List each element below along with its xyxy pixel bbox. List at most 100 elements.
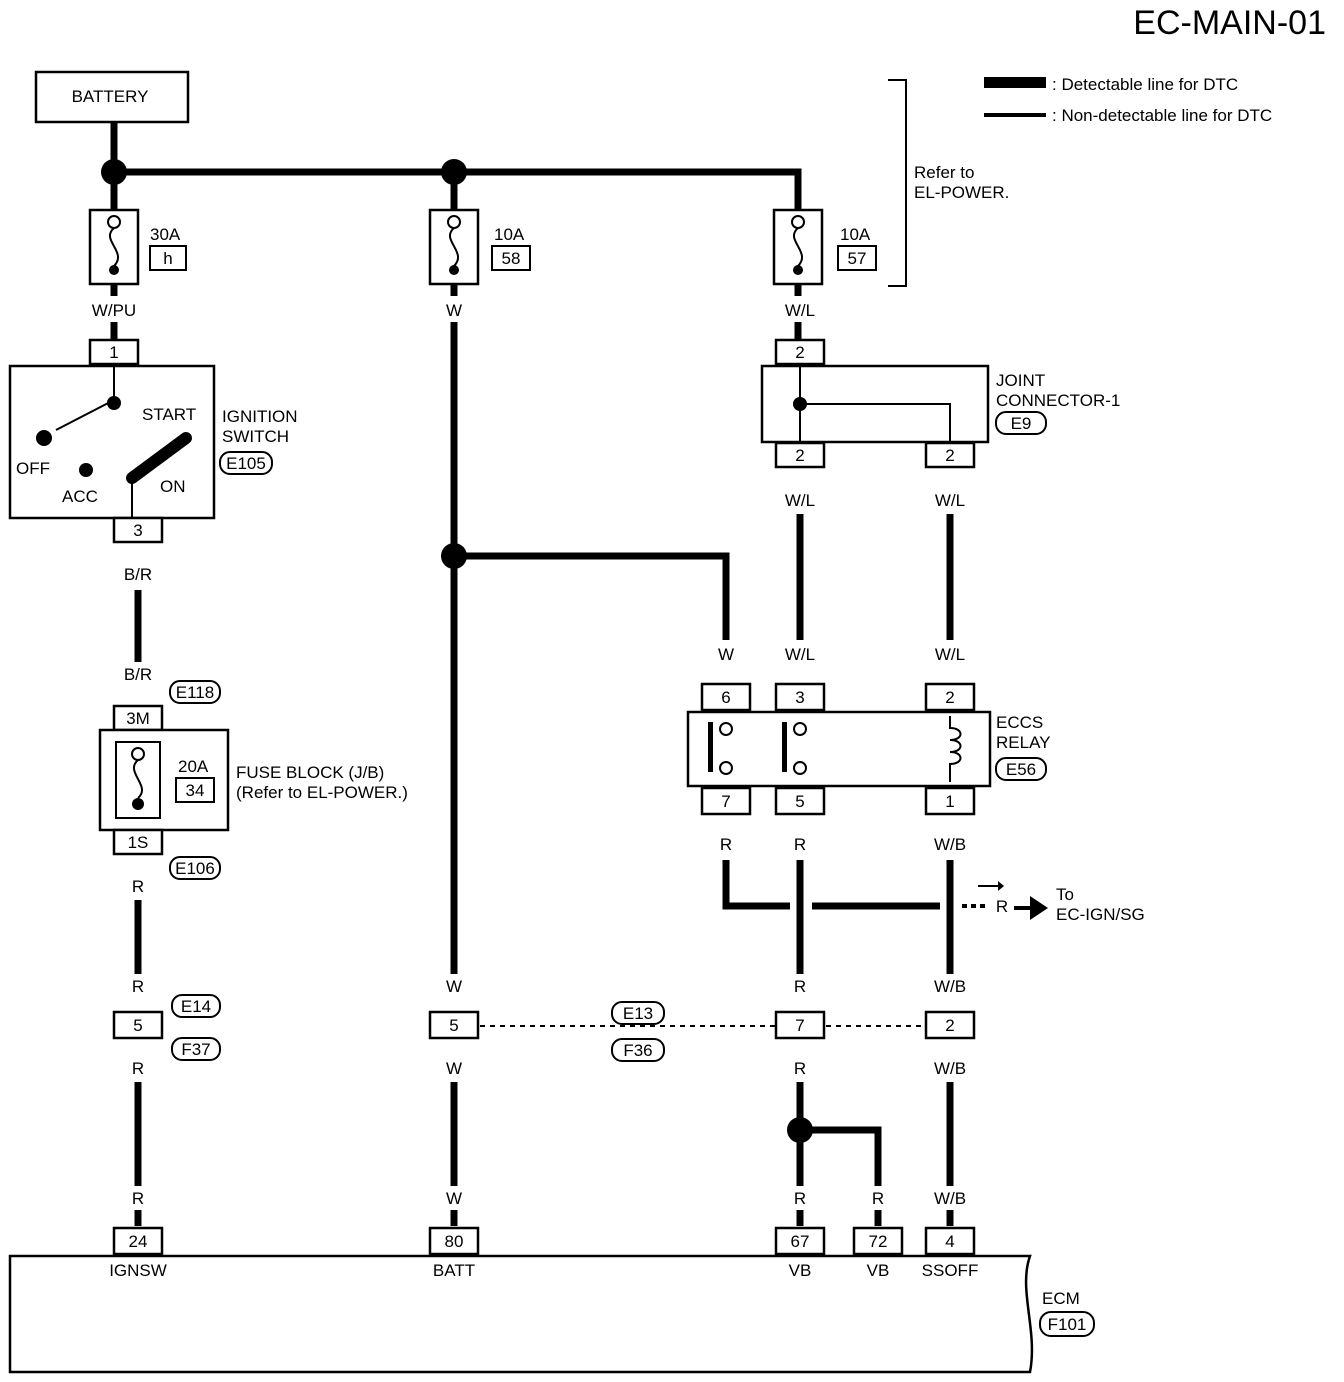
jc-name-2: CONNECTOR-1 bbox=[996, 391, 1120, 410]
mid-pin-batt: 5 bbox=[449, 1016, 458, 1035]
conn-f36-badge bbox=[611, 1038, 665, 1062]
ecm-box bbox=[8, 1254, 1034, 1374]
relay-pin-7: 7 bbox=[721, 792, 730, 811]
to-ref-2: EC-IGN/SG bbox=[1056, 905, 1145, 924]
wire-color-label: W/B bbox=[934, 835, 966, 854]
ecm-conn-badge bbox=[1039, 1311, 1095, 1337]
refer-bracket bbox=[888, 79, 907, 287]
wire-color-label: R bbox=[132, 877, 144, 896]
arrow-small-icon bbox=[998, 881, 1004, 891]
conn-f36: F36 bbox=[623, 1041, 652, 1060]
splice-dot bbox=[793, 397, 807, 411]
fb-conn-bot: E106 bbox=[175, 859, 215, 878]
fuse-element bbox=[132, 759, 144, 799]
relay-pin-3-box bbox=[774, 682, 826, 712]
wire-color-label: R bbox=[132, 1189, 144, 1208]
relay-pin-2: 2 bbox=[945, 688, 954, 707]
wire-color-label: W/B bbox=[934, 1059, 966, 1078]
wire-color-label: W/L bbox=[785, 301, 815, 320]
conn-f37: F37 bbox=[181, 1040, 210, 1059]
mid-pin-2-box bbox=[924, 1010, 976, 1040]
fuse-20a-body bbox=[115, 741, 161, 819]
refer-line-2: EL-POWER. bbox=[914, 183, 1009, 202]
fb-name-2: (Refer to EL-POWER.) bbox=[236, 783, 408, 802]
ecm-pin-label: VB bbox=[789, 1261, 812, 1280]
fb-conn-top-badge bbox=[169, 680, 221, 704]
legend-detectable-line bbox=[984, 77, 1046, 88]
ecm-pin-box bbox=[852, 1226, 904, 1256]
ign-pin-1-box bbox=[88, 338, 140, 366]
ign-start-contact bbox=[126, 432, 192, 484]
ecm-pin-box bbox=[112, 1226, 164, 1256]
wire-color-label: W/L bbox=[935, 491, 965, 510]
fuse-57-id: 57 bbox=[848, 249, 867, 268]
wire-color-label: R bbox=[794, 835, 806, 854]
ign-pin-1: 1 bbox=[109, 343, 118, 362]
ign-name-1: IGNITION bbox=[222, 407, 298, 426]
conn-e14-badge bbox=[171, 994, 221, 1018]
jc-conn-badge bbox=[995, 411, 1047, 435]
relay-pin-1: 1 bbox=[945, 792, 954, 811]
fb-conn-bot-badge bbox=[169, 856, 221, 880]
ecm-pin-num: 24 bbox=[129, 1232, 148, 1251]
wire-color-label: W bbox=[718, 645, 734, 664]
wire-color-label: W bbox=[446, 301, 462, 320]
wire-color-label: W bbox=[446, 1189, 462, 1208]
ecm-pin-label: VB bbox=[867, 1261, 890, 1280]
jc-pin-bl: 2 bbox=[795, 446, 804, 465]
fuse-block-box bbox=[98, 728, 230, 832]
ign-on: ON bbox=[160, 477, 186, 496]
wire-color-label: W/L bbox=[785, 491, 815, 510]
relay-name-2: RELAY bbox=[996, 733, 1051, 752]
fuse-30a-amp: 30A bbox=[150, 225, 181, 244]
wire-color-label: B/R bbox=[124, 665, 152, 684]
ecm-pin-box bbox=[774, 1226, 826, 1256]
splice-dot bbox=[441, 159, 467, 185]
fuse-20a-id: 34 bbox=[186, 781, 205, 800]
fuse-20a-id-box bbox=[175, 777, 215, 803]
ecm-name: ECM bbox=[1042, 1289, 1080, 1308]
fb-name-1: FUSE BLOCK (J/B) bbox=[236, 763, 384, 782]
relay-pin-6: 6 bbox=[721, 688, 730, 707]
ecm-pin-label: BATT bbox=[433, 1261, 475, 1280]
legend-nondetectable-text: : Non-detectable line for DTC bbox=[1052, 106, 1272, 125]
fb-pin-bot: 1S bbox=[128, 833, 149, 852]
wire-color-label: R bbox=[794, 977, 806, 996]
ign-name-2: SWITCH bbox=[222, 427, 289, 446]
ecm-pin-label: SSOFF bbox=[922, 1261, 979, 1280]
to-ref-1: To bbox=[1056, 885, 1074, 904]
jc-pin-br: 2 bbox=[945, 446, 954, 465]
wire-color-label: W/L bbox=[935, 645, 965, 664]
jc-pin-top: 2 bbox=[795, 343, 804, 362]
ecm-pin-box bbox=[428, 1226, 480, 1256]
ign-start: START bbox=[142, 405, 196, 424]
relay-conn-badge bbox=[995, 757, 1047, 781]
fuse-58-amp: 10A bbox=[494, 225, 525, 244]
relay-switch-1 bbox=[708, 722, 733, 775]
refer-line-1: Refer to bbox=[914, 163, 974, 182]
wire-r-relay7 bbox=[722, 860, 790, 910]
wire-color-label: R bbox=[794, 1189, 806, 1208]
ign-off: OFF bbox=[16, 459, 50, 478]
ign-contact bbox=[79, 463, 93, 477]
relay-pin-7-box bbox=[700, 786, 752, 816]
ign-contact bbox=[36, 430, 52, 446]
battery-box bbox=[34, 70, 190, 124]
ecm-pin-num: 72 bbox=[869, 1232, 888, 1251]
jc-pin-top-box bbox=[774, 338, 826, 366]
eccs-relay-box bbox=[686, 710, 992, 788]
relay-coil bbox=[949, 716, 962, 782]
ign-conn: E105 bbox=[226, 454, 266, 473]
splice-dot bbox=[101, 159, 127, 185]
relay-name-1: ECCS bbox=[996, 713, 1043, 732]
ecm-pin-num: 67 bbox=[791, 1232, 810, 1251]
fuse-30a-id: h bbox=[163, 249, 172, 268]
fuse-30a-id-box bbox=[149, 245, 187, 271]
wire-color-label: R bbox=[132, 1059, 144, 1078]
conn-e14: E14 bbox=[181, 997, 211, 1016]
ecm-pins: 24 IGNSW 80 BATT 67 VB 72 VB 4 SSOFF bbox=[109, 1226, 979, 1280]
wire-color-label: B/R bbox=[124, 565, 152, 584]
fuse-10a-58 bbox=[428, 208, 480, 286]
jc-conn: E9 bbox=[1011, 414, 1032, 433]
fb-pin-bot-box bbox=[112, 828, 164, 856]
